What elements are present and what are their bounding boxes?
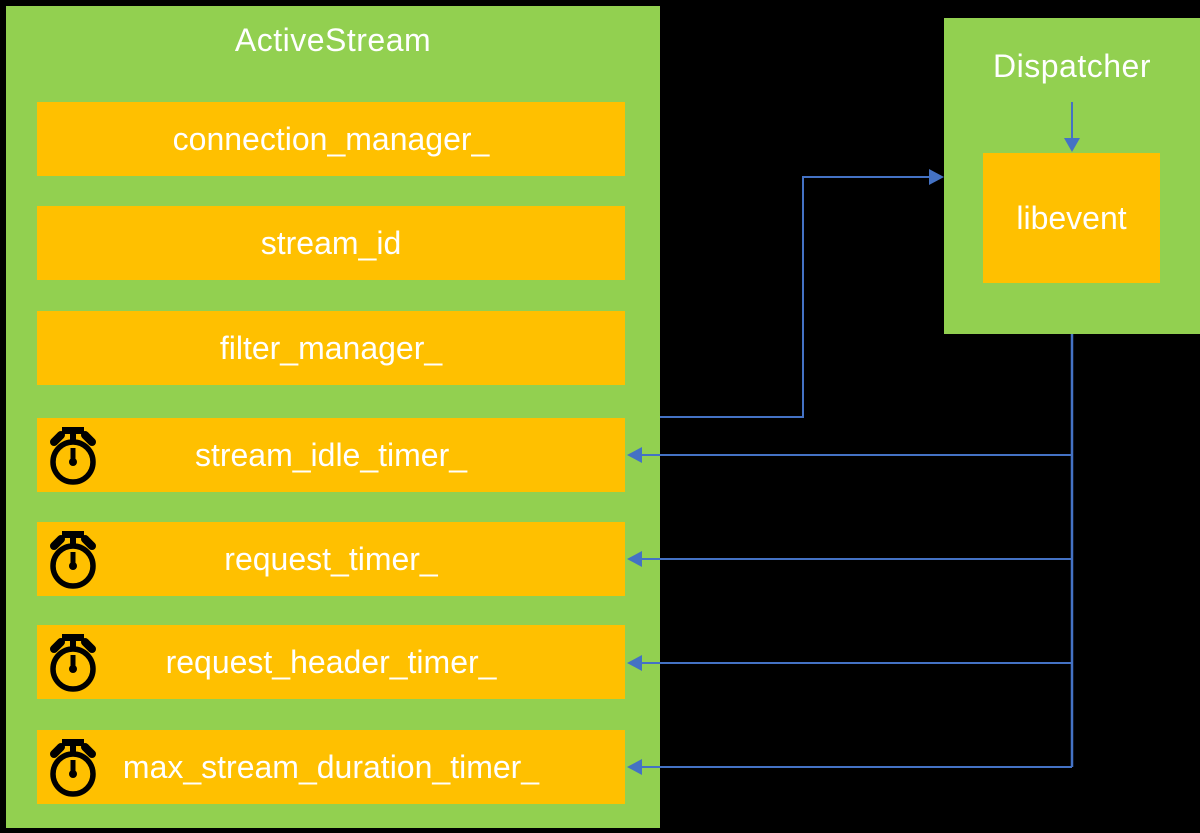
arrow-to-stream-idle-timer [627, 447, 1072, 463]
stopwatch-icon [50, 531, 96, 589]
libevent-label: libevent [1016, 200, 1127, 236]
stopwatch-icon [50, 634, 96, 692]
field-label: connection_manager_ [172, 121, 490, 157]
field-box-stream-idle-timer: stream_idle_timer_ [37, 418, 625, 492]
field-label: stream_idle_timer_ [194, 437, 468, 473]
field-label: stream_id [260, 225, 402, 261]
activestream-title: ActiveStream [234, 22, 432, 58]
arrow-activestream-to-dispatcher [660, 169, 944, 418]
activestream-panel: ActiveStream connection_manager_ stream_… [6, 6, 660, 828]
field-box-connection-manager: connection_manager_ [37, 102, 625, 176]
field-box-request-timer: request_timer_ [37, 522, 625, 596]
arrow-to-request-timer [627, 551, 1072, 567]
stopwatch-icon [50, 427, 96, 485]
field-label: max_stream_duration_timer_ [122, 749, 540, 785]
field-box-stream-id: stream_id [37, 206, 625, 280]
arrow-to-max-stream-duration-timer [627, 759, 1072, 775]
field-label: request_timer_ [224, 541, 438, 577]
arrow-to-request-header-timer [627, 655, 1072, 671]
stopwatch-icon [50, 739, 96, 797]
dispatcher-title: Dispatcher [993, 48, 1151, 84]
field-box-request-header-timer: request_header_timer_ [37, 625, 625, 699]
dispatcher-panel: Dispatcher libevent [944, 18, 1200, 334]
field-box-max-stream-duration-timer: max_stream_duration_timer_ [37, 730, 625, 804]
field-label: filter_manager_ [219, 330, 443, 366]
field-box-filter-manager: filter_manager_ [37, 311, 625, 385]
libevent-box: libevent [983, 153, 1160, 283]
field-label: request_header_timer_ [165, 644, 497, 680]
